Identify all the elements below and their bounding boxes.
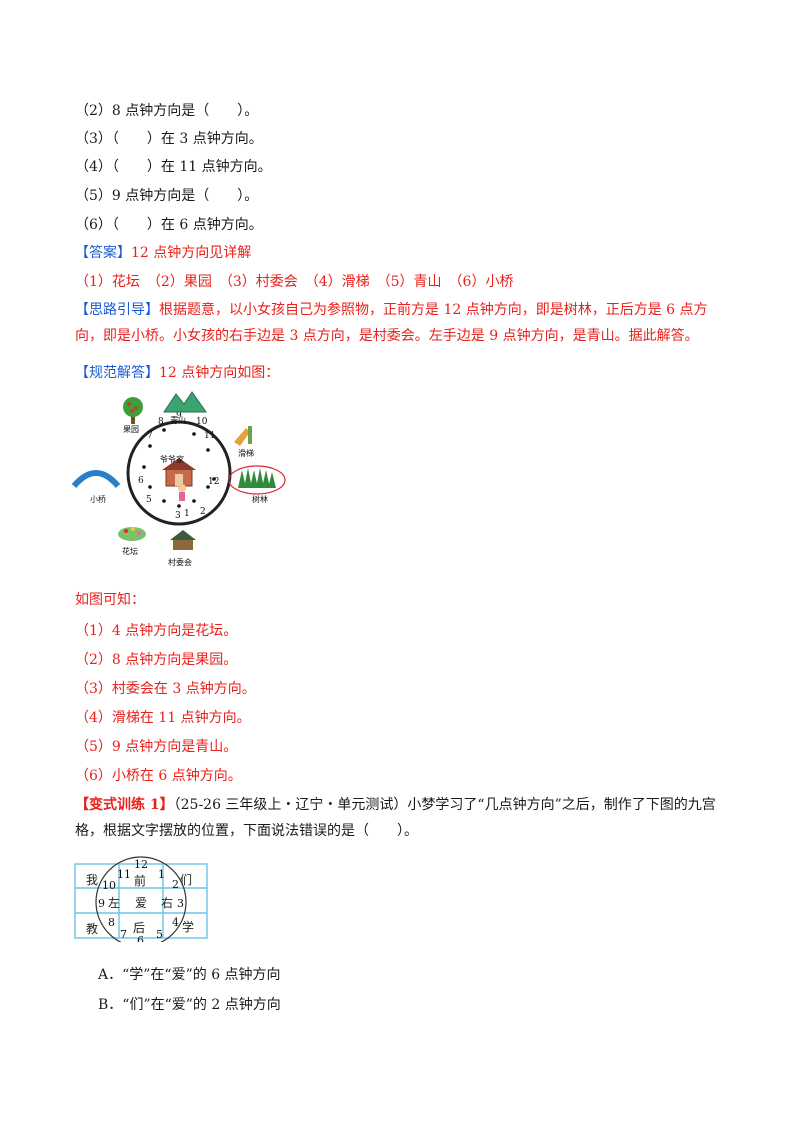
grid-num-9: 9	[98, 897, 105, 910]
slide-label: 滑梯	[238, 448, 254, 458]
grid-num-7: 7	[120, 928, 127, 941]
forest-label: 树林	[252, 494, 268, 504]
grid-cell-3: 们	[180, 872, 192, 887]
clock-num-5: 5	[146, 495, 152, 505]
clock-num-12: 12	[208, 477, 219, 487]
village-label: 村委会	[168, 557, 192, 567]
grid-cell-4: 左	[108, 895, 120, 910]
question-4: （4）（ ）在 11 点钟方向。	[75, 159, 272, 175]
village-committee-icon	[170, 530, 196, 550]
grid-num-2: 2	[172, 878, 179, 891]
conclusion-2: （2）8 点钟方向是果园。	[75, 652, 238, 668]
grid-cell-5: 爱	[135, 896, 147, 910]
grid-cell-1: 我	[86, 873, 98, 887]
grid-cell-8: 后	[133, 921, 145, 935]
flowerbed-label: 花坛	[122, 546, 138, 556]
home-label: 爷爷家	[160, 454, 184, 464]
grid-num-4: 4	[172, 916, 179, 929]
conclusion-6: （6）小桥在 6 点钟方向。	[75, 768, 242, 784]
solution-line: 【规范解答】12 点钟方向如图：	[75, 363, 279, 383]
clock-ring	[126, 420, 232, 526]
variant-paragraph: 【变式训练 1】（25-26 三年级上・辽宁・单元测试）小梦学习了“几点钟方向”…	[75, 792, 725, 844]
grid-num-10: 10	[102, 879, 116, 892]
grid-cell-6: 右	[161, 895, 173, 910]
conclusion-4: （4）滑梯在 11 点钟方向。	[75, 710, 251, 726]
hint-paragraph: 【思路引导】根据题意，以小女孩自己为参照物，正前方是 12 点钟方向，即是树林，…	[75, 297, 725, 349]
grid-num-12: 12	[134, 858, 148, 871]
conclusion-5: （5）9 点钟方向是青山。	[75, 739, 238, 755]
clock-num-8: 8	[158, 417, 164, 427]
grid-num-3: 3	[177, 897, 184, 910]
clock-num-2: 2	[200, 507, 206, 517]
hint-text: 根据题意，以小女孩自己为参照物，正前方是 12 点钟方向，即是树林，正后方是 6…	[75, 302, 708, 344]
grid-num-5: 5	[156, 928, 163, 941]
answer-text: 12 点钟方向见详解	[131, 245, 252, 261]
grid-num-1: 1	[158, 868, 165, 881]
forest-icon	[238, 468, 276, 488]
nine-grid-figure: 我 前 们 左 爱 右 教 后 学 12 11 1 10 2 9 3 8 4 7…	[74, 856, 208, 942]
solution-tag: 【规范解答】	[75, 365, 159, 381]
answer-items: （1）花坛 （2）果园 （3）村委会 （4）滑梯 （5）青山 （6）小桥	[75, 274, 514, 290]
flowerbed-icon	[118, 527, 146, 541]
question-6: （6）（ ）在 6 点钟方向。	[75, 217, 263, 233]
orchard-tree-icon	[123, 397, 143, 424]
clock-num-10: 10	[196, 417, 208, 427]
mountain-label: 青山	[170, 415, 186, 425]
clock-num-11: 11	[204, 431, 215, 441]
variant-text: （25-26 三年级上・辽宁・单元测试）小梦学习了“几点钟方向”之后，制作了下图…	[75, 797, 716, 839]
girl-icon	[178, 484, 186, 501]
question-2: （2）8 点钟方向是（ ）。	[75, 103, 259, 119]
clock-num-9: 9	[176, 411, 182, 421]
clock-num-3: 3	[175, 511, 181, 521]
answer-line: 【答案】12 点钟方向见详解	[75, 243, 251, 263]
clock-direction-figure: 9 10 11 8 7 12 6 5 1 2 3 爷爷家 果园 青山 滑梯	[72, 391, 286, 567]
grid-clock-circle	[95, 856, 187, 942]
hint-tag: 【思路引导】	[75, 302, 159, 318]
grid-num-6: 6	[137, 934, 144, 942]
bridge-icon	[72, 470, 121, 489]
grid-cell-9: 学	[182, 919, 194, 934]
grid-num-8: 8	[108, 916, 115, 929]
clock-num-6: 6	[138, 476, 144, 486]
mountain-icon	[163, 391, 207, 413]
conclusion-3: （3）村委会在 3 点钟方向。	[75, 681, 256, 697]
question-5: （5）9 点钟方向是（ ）。	[75, 188, 259, 204]
grid-cell-7: 教	[86, 921, 98, 936]
clock-num-7: 7	[147, 431, 153, 441]
clock-num-1: 1	[184, 509, 190, 519]
variant-tag: 【变式训练 1】	[75, 797, 174, 813]
question-3: （3）（ ）在 3 点钟方向。	[75, 131, 263, 147]
bridge-label: 小桥	[90, 494, 106, 504]
option-a[interactable]: A．“学”在“爱”的 6 点钟方向	[98, 967, 281, 983]
conclusion-1: （1）4 点钟方向是花坛。	[75, 623, 238, 639]
grid-num-11: 11	[117, 868, 131, 881]
conclusion-intro: 如图可知：	[75, 592, 145, 608]
forest-highlight	[228, 465, 286, 495]
grid-cell-2: 前	[134, 873, 146, 888]
solution-text: 12 点钟方向如图：	[159, 365, 280, 381]
orchard-label: 果园	[123, 425, 139, 434]
option-b[interactable]: B．“们”在“爱”的 2 点钟方向	[98, 997, 281, 1013]
clock-dots	[142, 428, 216, 508]
slide-icon	[234, 426, 252, 446]
answer-tag: 【答案】	[75, 245, 131, 261]
